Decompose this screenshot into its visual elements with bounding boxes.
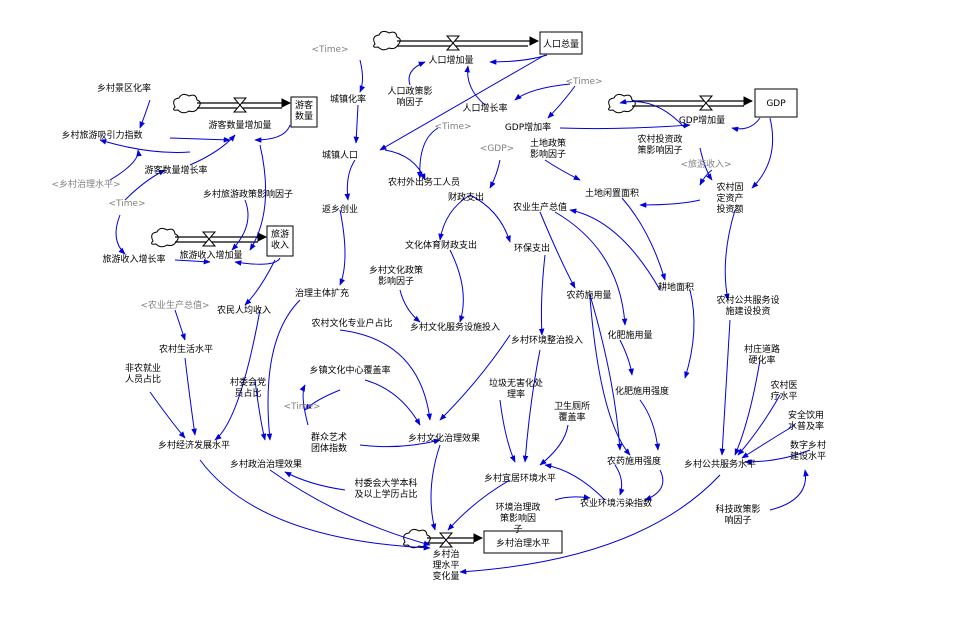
stock-label: 游客数量 [295, 99, 313, 122]
stock-label: 旅游收入 [271, 228, 289, 251]
label-tourist-increase: 游客数量增加量 [208, 119, 271, 131]
flow-tourists [173, 93, 291, 114]
label-medical-level: 农村医疗水平 [770, 379, 797, 402]
label-economic-development-level: 乡村经济发展水平 [158, 439, 230, 451]
label-safe-water-rate: 安全饮用水普及率 [788, 409, 824, 432]
label-urban-population: 城镇人口 [322, 149, 358, 161]
label-governance-change: 乡村治理水平变化量 [432, 548, 459, 582]
shadow-variables: <Time> <Time> <Time> <Time> <Time> <GDP>… [51, 45, 731, 412]
flow-gdp [608, 93, 753, 114]
stock-gdp: GDP [754, 88, 798, 118]
shadow-time: <Time> [108, 199, 145, 209]
shadow-time: <Time> [283, 402, 320, 412]
stock-population: 人口总量 [539, 31, 583, 55]
shadow-time: <Time> [565, 77, 602, 87]
label-rural-living-standard: 农村生活水平 [159, 343, 213, 355]
label-population-increase: 人口增加量 [428, 54, 473, 66]
label-road-hardening-rate: 村庄道路硬化率 [744, 343, 780, 366]
valve-icon [201, 231, 217, 247]
label-return-entrepreneurship: 返乡创业 [322, 203, 358, 215]
flow-tourism-income [151, 227, 267, 248]
label-env-governance-investment: 乡村环境整治投入 [511, 334, 583, 346]
label-rural-public-service-investment: 农村公共服务设施建设投资 [716, 294, 779, 317]
stock-label: 乡村治理水平 [496, 537, 550, 549]
label-agri-output-value: 农业生产总值 [513, 201, 567, 213]
label-living-environment-level: 乡村宜居环境水平 [484, 472, 556, 484]
label-gdp-increase: GDP增加量 [679, 114, 725, 126]
shadow-governance-level: <乡村治理水平> [51, 178, 120, 190]
label-fiscal-expenditure: 财政支出 [448, 191, 484, 203]
label-rural-migrant-workers: 农村外出务工人员 [388, 176, 460, 188]
label-waste-treatment-rate: 垃圾无害化处理率 [489, 377, 543, 400]
label-population-policy-factor: 人口政策影响因子 [387, 85, 432, 108]
valve-icon [445, 35, 461, 51]
label-fertilizer-intensity: 化肥施用强度 [615, 385, 669, 397]
label-culture-center-coverage: 乡镇文化中心覆盖率 [309, 364, 390, 376]
label-pesticide-intensity: 农药施用强度 [607, 455, 661, 467]
label-non-agri-employment-ratio: 非农就业人员占比 [125, 362, 161, 385]
stock-label: GDP [766, 99, 786, 109]
cloud-icon [608, 93, 636, 114]
shadow-time: <Time> [311, 45, 348, 55]
label-tourist-growth-rate: 游客数量增长率 [144, 164, 207, 176]
stock-tourism-income: 旅游收入 [266, 225, 294, 257]
stock-label: 人口总量 [543, 38, 579, 50]
causal-links [99, 54, 811, 575]
stock-governance-level: 乡村治理水平 [483, 530, 563, 554]
label-farmer-income: 农民人均收入 [217, 304, 271, 316]
flow-population [373, 30, 539, 51]
label-committee-party-ratio: 村委会党员占比 [230, 376, 266, 399]
label-land-policy-factor: 土地政策影响因子 [530, 137, 566, 160]
label-agri-pollution-index: 农业环境污染指数 [580, 497, 652, 509]
label-tourism-income-growth-rate: 旅游收入增长率 [102, 253, 165, 265]
label-arable-area: 耕地面积 [658, 281, 694, 293]
label-culture-facility-investment: 乡村文化服务设施投入 [410, 321, 500, 333]
label-culture-sports-fiscal: 文化体育财政支出 [405, 239, 477, 251]
label-rural-culture-policy-factor: 乡村文化政策影响因子 [369, 264, 423, 287]
label-fertilizer-use: 化肥施用量 [607, 329, 652, 341]
label-culture-governance-effect: 乡村文化治理效果 [408, 432, 480, 444]
label-env-policy-factor: 环境治理政策影响因子 [495, 501, 540, 535]
shadow-agri-output-value: <农业生产总值> [140, 299, 209, 311]
label-urbanization-rate: 城镇化率 [330, 93, 366, 105]
variable-labels: 人口增加量 人口政策影响因子 人口增长率 城镇化率 城镇人口 农村外出务工人员 … [61, 54, 826, 582]
shadow-time: <Time> [434, 122, 471, 132]
label-rural-fixed-asset-investment: 农村固定资产投资额 [716, 181, 743, 215]
valve-icon [438, 532, 454, 548]
stock-tourists: 游客数量 [290, 96, 318, 128]
cloud-icon [373, 30, 401, 51]
label-mass-art-groups: 群众艺术团体指数 [311, 431, 347, 454]
label-governance-subject-expansion: 治理主体扩充 [295, 287, 349, 299]
label-rural-investment-policy-factor: 农村投资政策影响因子 [637, 133, 682, 156]
label-rural-landscape-rate: 乡村景区化率 [97, 82, 151, 94]
label-tourism-policy-factor: 乡村旅游政策影响因子 [203, 188, 293, 200]
label-land-fallow-area: 土地闲置面积 [585, 187, 639, 199]
label-committee-college-ratio: 村委会大学本科及以上学历占比 [354, 477, 417, 500]
label-tourism-income-increase: 旅游收入增加量 [179, 249, 242, 261]
valve-icon [698, 95, 714, 111]
shadow-gdp: <GDP> [480, 144, 514, 154]
label-gdp-increase-rate: GDP增加率 [505, 121, 551, 133]
label-political-governance-effect: 乡村政治治理效果 [230, 458, 302, 470]
flow-governance [403, 528, 483, 549]
label-pesticide-use: 农药施用量 [566, 289, 611, 301]
label-rural-culture-specialist-ratio: 农村文化专业户占比 [311, 317, 392, 329]
cloud-icon [151, 227, 179, 248]
label-tech-policy-factor: 科技政策影响因子 [715, 503, 760, 526]
shadow-tourism-income: <旅游收入> [680, 158, 731, 170]
label-sanitary-toilet-rate: 卫生厕所覆盖率 [554, 400, 590, 423]
label-env-protection-expenditure: 环保支出 [514, 242, 550, 254]
label-tourism-attraction-index: 乡村旅游吸引力指数 [61, 129, 142, 141]
label-population-growth-rate: 人口增长率 [462, 102, 507, 114]
label-public-service-level: 乡村公共服务水平 [684, 458, 756, 470]
label-digital-village-level: 数字乡村建设水平 [790, 439, 826, 462]
valve-icon [232, 97, 248, 113]
cloud-icon [173, 93, 201, 114]
